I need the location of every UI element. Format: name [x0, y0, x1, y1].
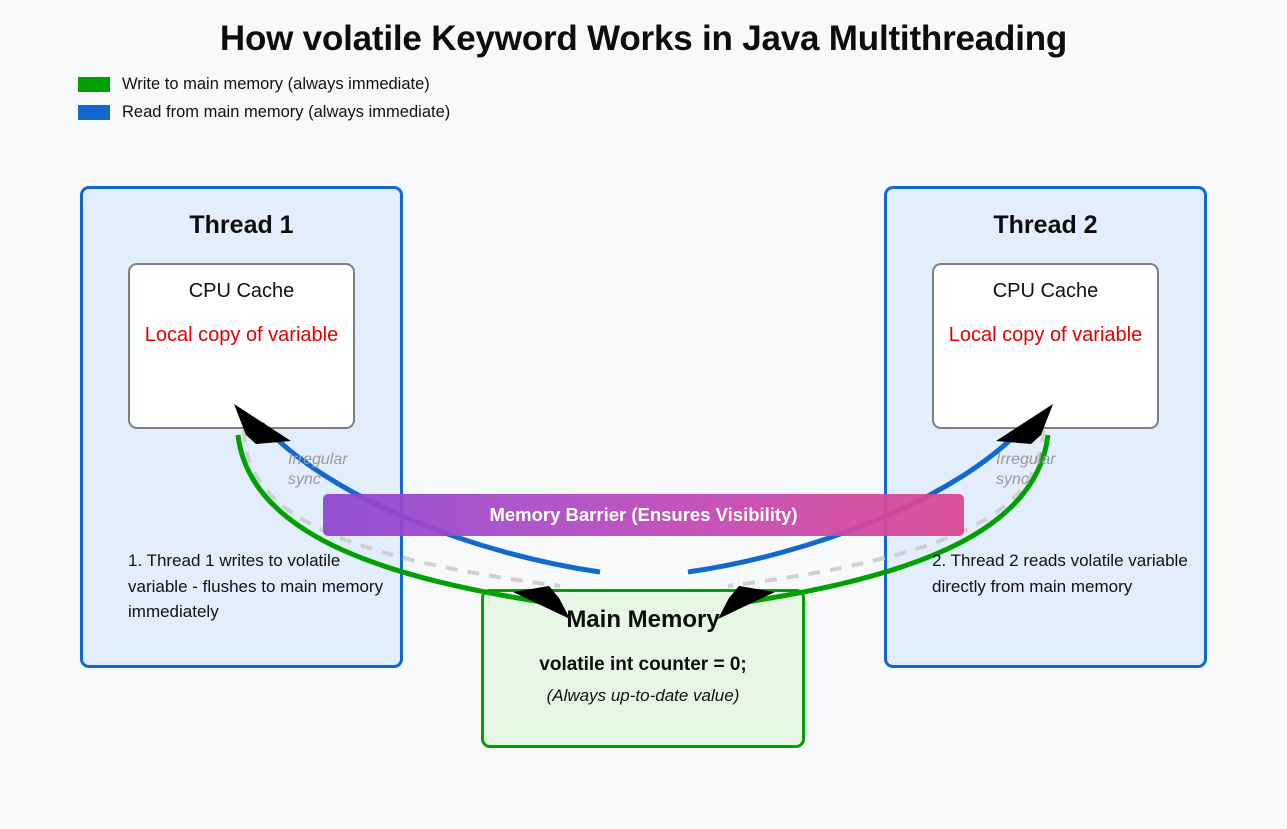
irregular-sync-label-right: Irregular sync	[996, 451, 1056, 488]
legend-label-write: Write to main memory (always immediate)	[122, 74, 430, 93]
thread-1-cpu-cache-box: CPU Cache Local copy of variable	[128, 263, 355, 429]
thread-2-title: Thread 2	[993, 211, 1098, 239]
memory-barrier-label: Memory Barrier (Ensures Visibility)	[489, 504, 798, 525]
irregular-sync-label-left: Irregular sync	[288, 451, 348, 488]
legend-item-write: Write to main memory (always immediate)	[78, 70, 450, 98]
memory-barrier-bar: Memory Barrier (Ensures Visibility)	[323, 494, 964, 536]
thread-2-cache-subtitle: Local copy of variable	[948, 324, 1143, 346]
main-memory-code: volatile int counter = 0;	[539, 654, 747, 675]
thread-2-cache-title: CPU Cache	[992, 280, 1099, 302]
green-square-swatch	[78, 76, 110, 92]
legend: Write to main memory (always immediate) …	[78, 70, 450, 126]
thread-1-cache-subtitle: Local copy of variable	[144, 324, 339, 346]
main-memory-box: Main Memory volatile int counter = 0; (A…	[481, 589, 805, 748]
legend-item-read: Read from main memory (always immediate)	[78, 98, 450, 126]
legend-label-read: Read from main memory (always immediate)	[122, 102, 451, 121]
thread-1-title: Thread 1	[189, 211, 294, 239]
main-memory-title: Main Memory	[566, 606, 720, 633]
thread-1-cache-title: CPU Cache	[188, 280, 295, 302]
main-memory-note: (Always up-to-date value)	[546, 686, 740, 705]
thread-2-cpu-cache-box: CPU Cache Local copy of variable	[932, 263, 1159, 429]
blue-square-swatch	[78, 104, 110, 120]
thread-1-description: 1. Thread 1 writes to volatile variable …	[128, 551, 384, 621]
thread-2-description: 2. Thread 2 reads volatile variable dire…	[932, 551, 1188, 596]
page-title: How volatile Keyword Works in Java Multi…	[219, 19, 1068, 58]
